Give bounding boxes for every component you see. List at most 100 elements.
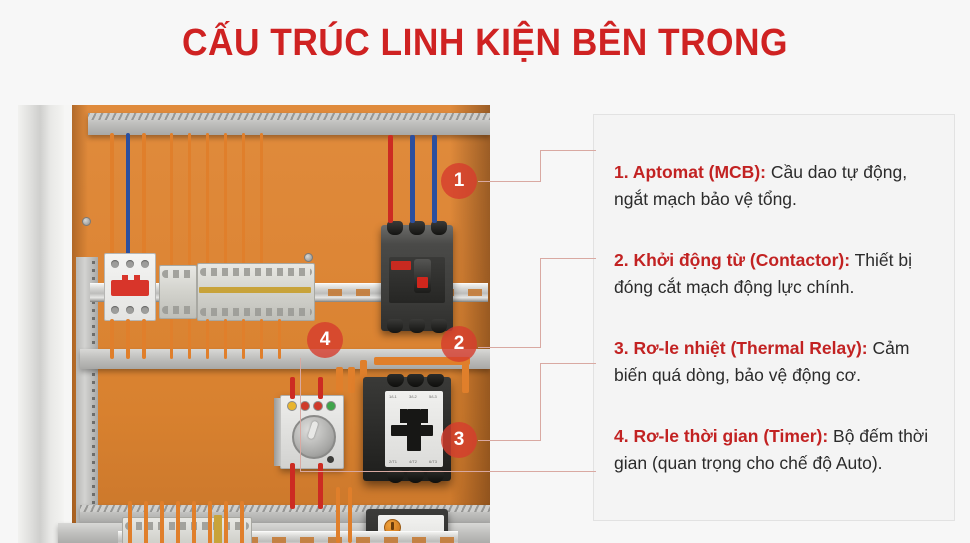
legend-item-1: 1. Aptomat (MCB): Cầu dao tự động, ngắt … <box>614 159 938 213</box>
legend-item-2-text: 2. Khởi động từ (Contactor): Thiết bị đó… <box>614 247 938 301</box>
connector-2-seg-a <box>478 347 540 348</box>
contactor-terminal-label-t2: 3/L2 <box>409 394 417 399</box>
din-rail-lower-slots <box>118 537 458 543</box>
mccb-main-breaker <box>381 221 453 333</box>
mccb-wire-l2 <box>410 135 415 223</box>
wire-top-7 <box>224 133 227 265</box>
contactor-cap-bottom-3 <box>427 470 444 483</box>
mccb-terminal-cap-top-2 <box>409 221 425 235</box>
frame-screw-top <box>82 217 91 226</box>
connector-1-seg-c <box>540 150 596 151</box>
timer-wire-out-1 <box>290 463 295 509</box>
timer-side-bracket <box>274 398 281 466</box>
wire-top-4 <box>170 133 173 265</box>
legend-item-2: 2. Khởi động từ (Contactor): Thiết bị đó… <box>614 247 938 301</box>
bus-wire-1 <box>336 367 343 393</box>
wire-low-1 <box>128 501 132 543</box>
connector-line-4 <box>300 358 596 472</box>
electrical-control-cabinet-photo: 1/L1 3/L2 5/L3 2/T1 4/T2 6/T3 <box>18 105 490 543</box>
timer-led-red-2 <box>313 401 323 411</box>
timer-relay <box>274 395 344 469</box>
contactor-cap-top-2 <box>407 374 424 387</box>
wire-top-5 <box>188 133 191 265</box>
wire-mid-3 <box>142 319 146 359</box>
wire-low-7 <box>224 501 228 543</box>
wire-top-9 <box>260 133 263 265</box>
mcb-hole-1 <box>111 260 119 268</box>
mcb-lever <box>111 275 149 296</box>
contactor-terminal-label-b2: 4/T2 <box>409 459 418 464</box>
wire-mid-10 <box>278 319 281 359</box>
wire-top-8 <box>242 133 245 265</box>
wire-low-4 <box>176 501 180 543</box>
contactor-cap-bottom-1 <box>387 470 404 483</box>
cabinet-door-gap <box>64 105 72 543</box>
crossbar-top-hatch <box>88 113 490 120</box>
wire-top-1 <box>110 133 114 255</box>
timer-led-green <box>326 401 336 411</box>
mccb-brand-band <box>391 261 411 270</box>
timer-reset-button[interactable] <box>327 456 334 463</box>
wire-mid-4 <box>170 319 173 359</box>
terminal-block-lower <box>122 517 252 543</box>
mccb-wire-l3 <box>432 135 437 223</box>
mcb-breaker <box>104 253 156 321</box>
mccb-terminal-cap-top-1 <box>387 221 403 235</box>
mccb-wire-l1 <box>388 135 393 223</box>
callout-badge-4[interactable]: 4 <box>307 322 343 358</box>
terminal-bridge-upper <box>199 287 311 293</box>
contactor-terminal-label-b1: 2/T1 <box>389 459 398 464</box>
timer-wire-in-1 <box>290 377 295 399</box>
contactor-terminal-label-t1: 1/L1 <box>389 394 397 399</box>
callout-badge-2[interactable]: 2 <box>441 326 477 362</box>
connector-1-seg-b <box>540 150 541 182</box>
legend-item-4: 4. Rơ-le thời gian (Timer): Bộ đếm thời … <box>614 423 938 477</box>
callout-badge-1[interactable]: 1 <box>441 163 477 199</box>
legend-item-1-lead: 1. Aptomat (MCB): <box>614 162 766 182</box>
wire-low-3 <box>160 501 164 543</box>
bus-wire-5 <box>462 357 469 393</box>
wire-top-2 <box>126 133 130 255</box>
connector-line-2 <box>478 258 596 348</box>
wire-low-8 <box>240 501 244 543</box>
terminal-screws-row-bottom-b <box>200 308 312 316</box>
wire-mid-2 <box>126 319 130 359</box>
connector-4-seg-b <box>300 471 596 472</box>
wire-low-5 <box>192 501 196 543</box>
terminal-screws-row-top <box>162 270 194 278</box>
legend-item-3: 3. Rơ-le nhiệt (Thermal Relay): Cảm biến… <box>614 335 938 389</box>
legend-panel: 1. Aptomat (MCB): Cầu dao tự động, ngắt … <box>593 114 955 521</box>
contactor-terminal-label-b3: 6/T3 <box>429 459 438 464</box>
contactor-actuator-post <box>400 409 428 451</box>
mcb-hole-3 <box>141 260 149 268</box>
terminal-screws-lower-top <box>125 522 249 530</box>
mounting-frame-left <box>76 257 98 543</box>
terminal-block-upper-a <box>159 265 197 319</box>
mcb-hole-2 <box>126 260 134 268</box>
timer-rotary-dial[interactable] <box>292 415 336 459</box>
wire-low-2 <box>144 501 148 543</box>
plate-screw-upper-right <box>304 253 313 262</box>
mccb-trip-indicator <box>417 277 428 288</box>
page-title: CẤU TRÚC LINH KIỆN BÊN TRONG <box>182 22 788 64</box>
timer-wire-out-2 <box>318 463 323 509</box>
connector-3-seg-b <box>540 363 541 441</box>
wire-mid-1 <box>110 319 114 359</box>
legend-item-1-text: 1. Aptomat (MCB): Cầu dao tự động, ngắt … <box>614 159 938 213</box>
contactor-cap-top-3 <box>427 374 444 387</box>
mccb-terminal-cap-bottom-3 <box>431 319 447 333</box>
legend-item-1-body: Cầu dao tự động, ngắt mạch bảo vệ tổng. <box>614 162 908 209</box>
wire-top-3 <box>142 133 146 255</box>
cabinet-door-edge <box>18 105 64 543</box>
contactor-cap-bottom-2 <box>407 470 424 483</box>
connector-line-1 <box>478 150 596 190</box>
wire-low-6 <box>208 501 212 543</box>
callout-badge-3[interactable]: 3 <box>441 422 477 458</box>
mccb-terminal-cap-top-3 <box>431 221 447 235</box>
mccb-terminal-cap-bottom-2 <box>409 319 425 333</box>
mcb-hole-5 <box>126 306 134 314</box>
connector-3-seg-c <box>540 363 596 364</box>
legend-item-3-lead: 3. Rơ-le nhiệt (Thermal Relay): <box>614 338 868 358</box>
mcb-hole-4 <box>111 306 119 314</box>
bus-wire-3 <box>360 360 367 382</box>
